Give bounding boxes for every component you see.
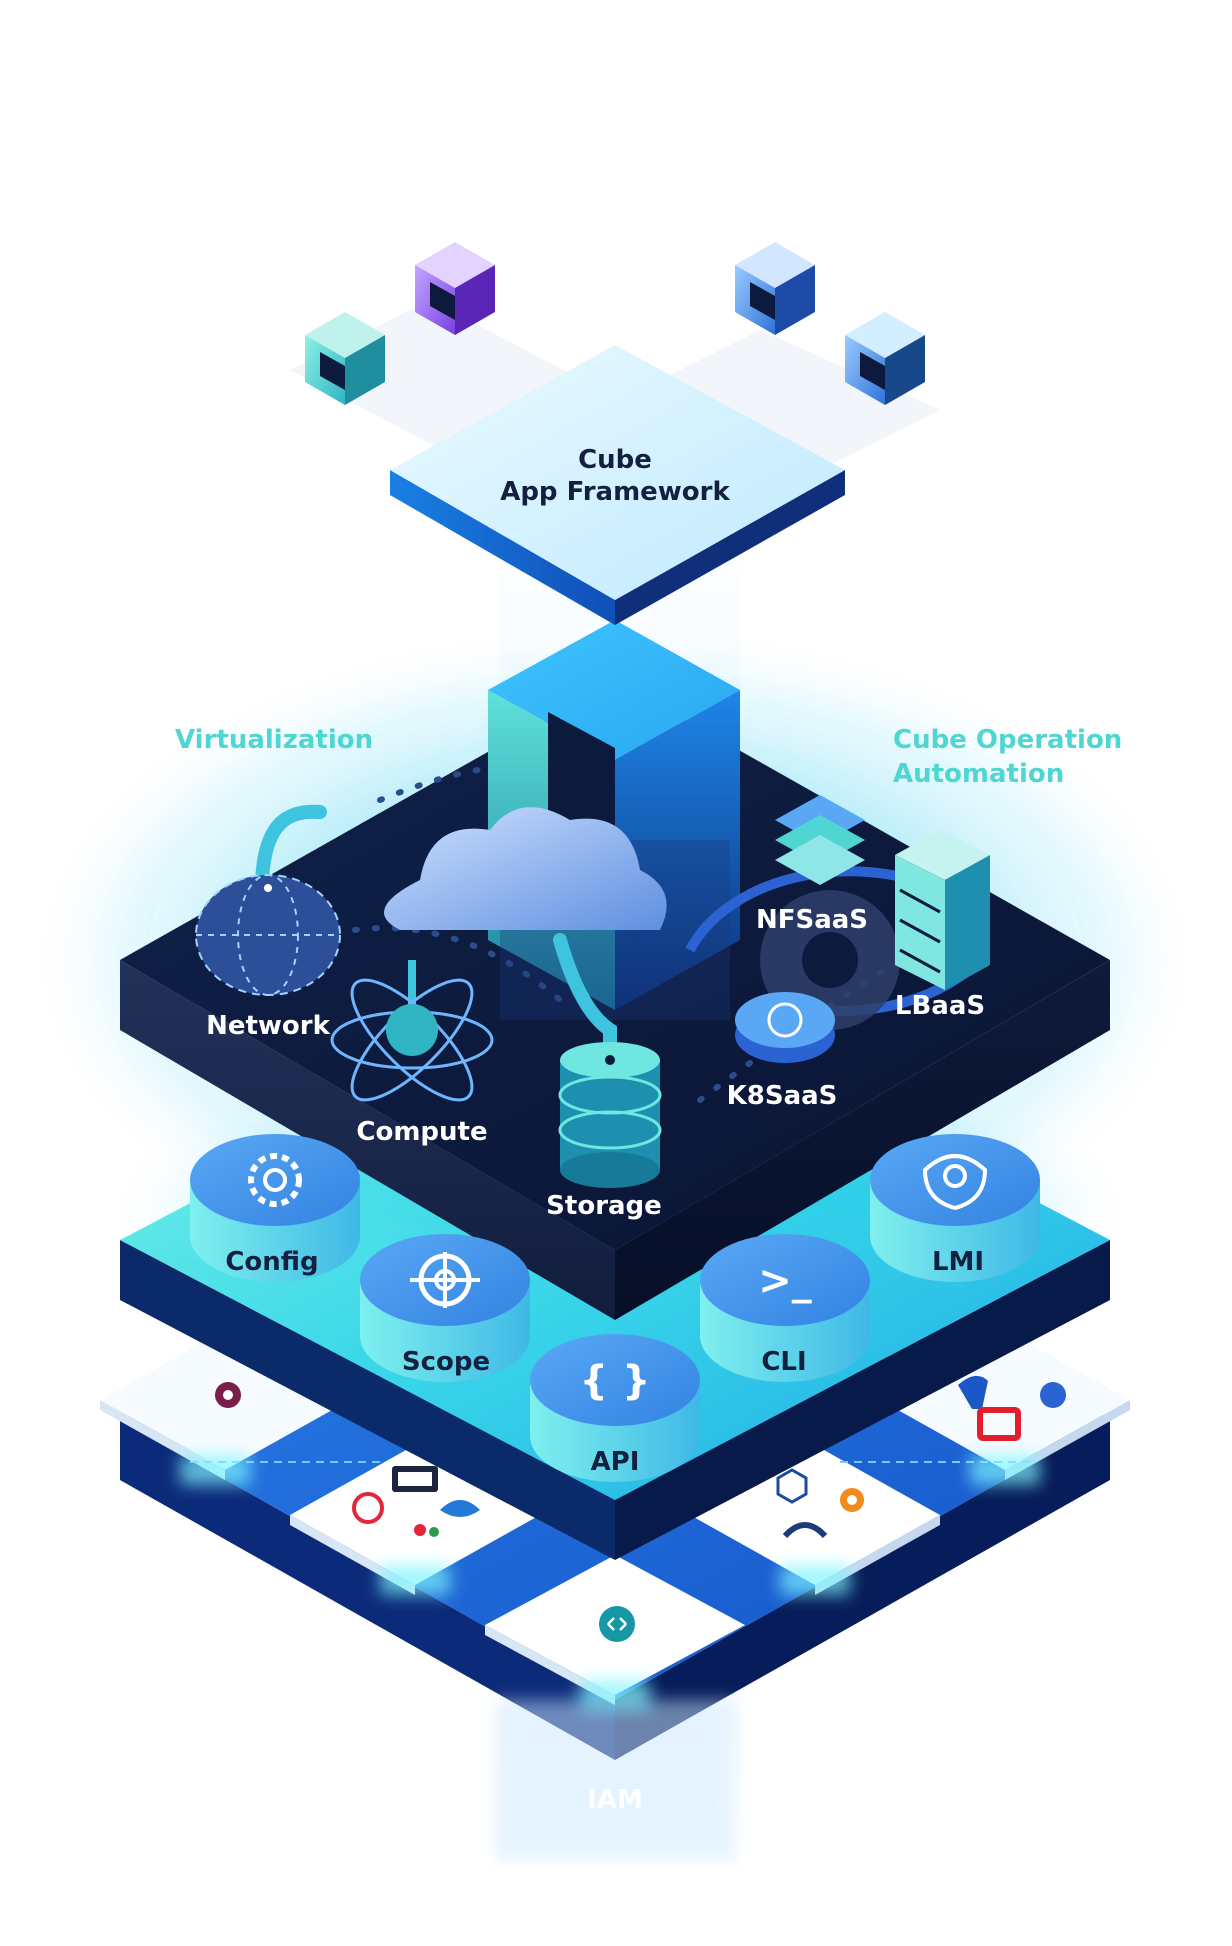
section-virtualization: Virtualization <box>175 725 373 755</box>
label-scope: Scope <box>402 1347 490 1377</box>
braces-icon: { } <box>580 1358 651 1404</box>
container-logos-icon <box>958 1375 1066 1441</box>
cloud-icon <box>384 807 667 1067</box>
target-icon <box>410 1252 480 1308</box>
telemetry-logos-icon <box>776 1468 864 1539</box>
label-storage: Storage <box>546 1191 662 1221</box>
bottom-label-mid-right: Te <box>848 1649 880 1679</box>
storage-database-icon <box>558 1042 662 1188</box>
app-framework-title-line2: App Framework <box>500 477 730 507</box>
bottom-label-right: y <box>1092 1521 1109 1551</box>
label-compute: Compute <box>356 1117 487 1147</box>
kubernetes-logo-icon <box>215 1382 241 1408</box>
disc-scope <box>360 1234 530 1382</box>
disc-lmi <box>870 1134 1040 1282</box>
label-lbaas: LBaaS <box>895 991 985 1021</box>
label-lmi: LMI <box>932 1247 984 1277</box>
mini-cube-purple <box>415 242 495 335</box>
label-nfsaas: NFSaaS <box>756 905 868 935</box>
mini-cube-blue-2 <box>845 312 925 405</box>
section-automation-line2: Automation <box>893 759 1064 789</box>
bottom-label-left: g <box>122 1521 141 1551</box>
label-k8saas: K8SaaS <box>727 1081 838 1111</box>
label-config: Config <box>225 1247 318 1277</box>
compute-atom-icon <box>330 978 494 1102</box>
bottom-label-iam: IAM <box>587 1785 643 1815</box>
label-network: Network <box>206 1011 331 1041</box>
disc-config <box>190 1134 360 1282</box>
k8saas-helm-icon <box>735 992 835 1063</box>
iam-logo-icon <box>599 1606 635 1642</box>
section-automation-line1: Cube Operation <box>893 725 1122 755</box>
integration-logos-icon <box>352 1466 480 1537</box>
terminal-icon: >_ <box>758 1258 812 1304</box>
network-globe-icon <box>195 804 341 996</box>
nfsaas-stack-icon <box>775 795 865 885</box>
gear-icon <box>248 1153 302 1207</box>
disc-api: { } <box>530 1334 700 1482</box>
bottom-label-mid-left: ation <box>312 1649 387 1679</box>
mini-cube-blue-1 <box>735 242 815 335</box>
disc-cli: >_ <box>700 1234 870 1382</box>
lbaas-server-icon <box>895 830 990 990</box>
app-framework-title-line1: Cube <box>578 445 652 475</box>
app-framework-layer: Cube App Framework <box>290 242 940 625</box>
mini-cube-teal <box>305 312 385 405</box>
label-api: API <box>591 1447 640 1477</box>
label-cli: CLI <box>761 1347 806 1377</box>
shield-gear-icon <box>922 1154 988 1211</box>
